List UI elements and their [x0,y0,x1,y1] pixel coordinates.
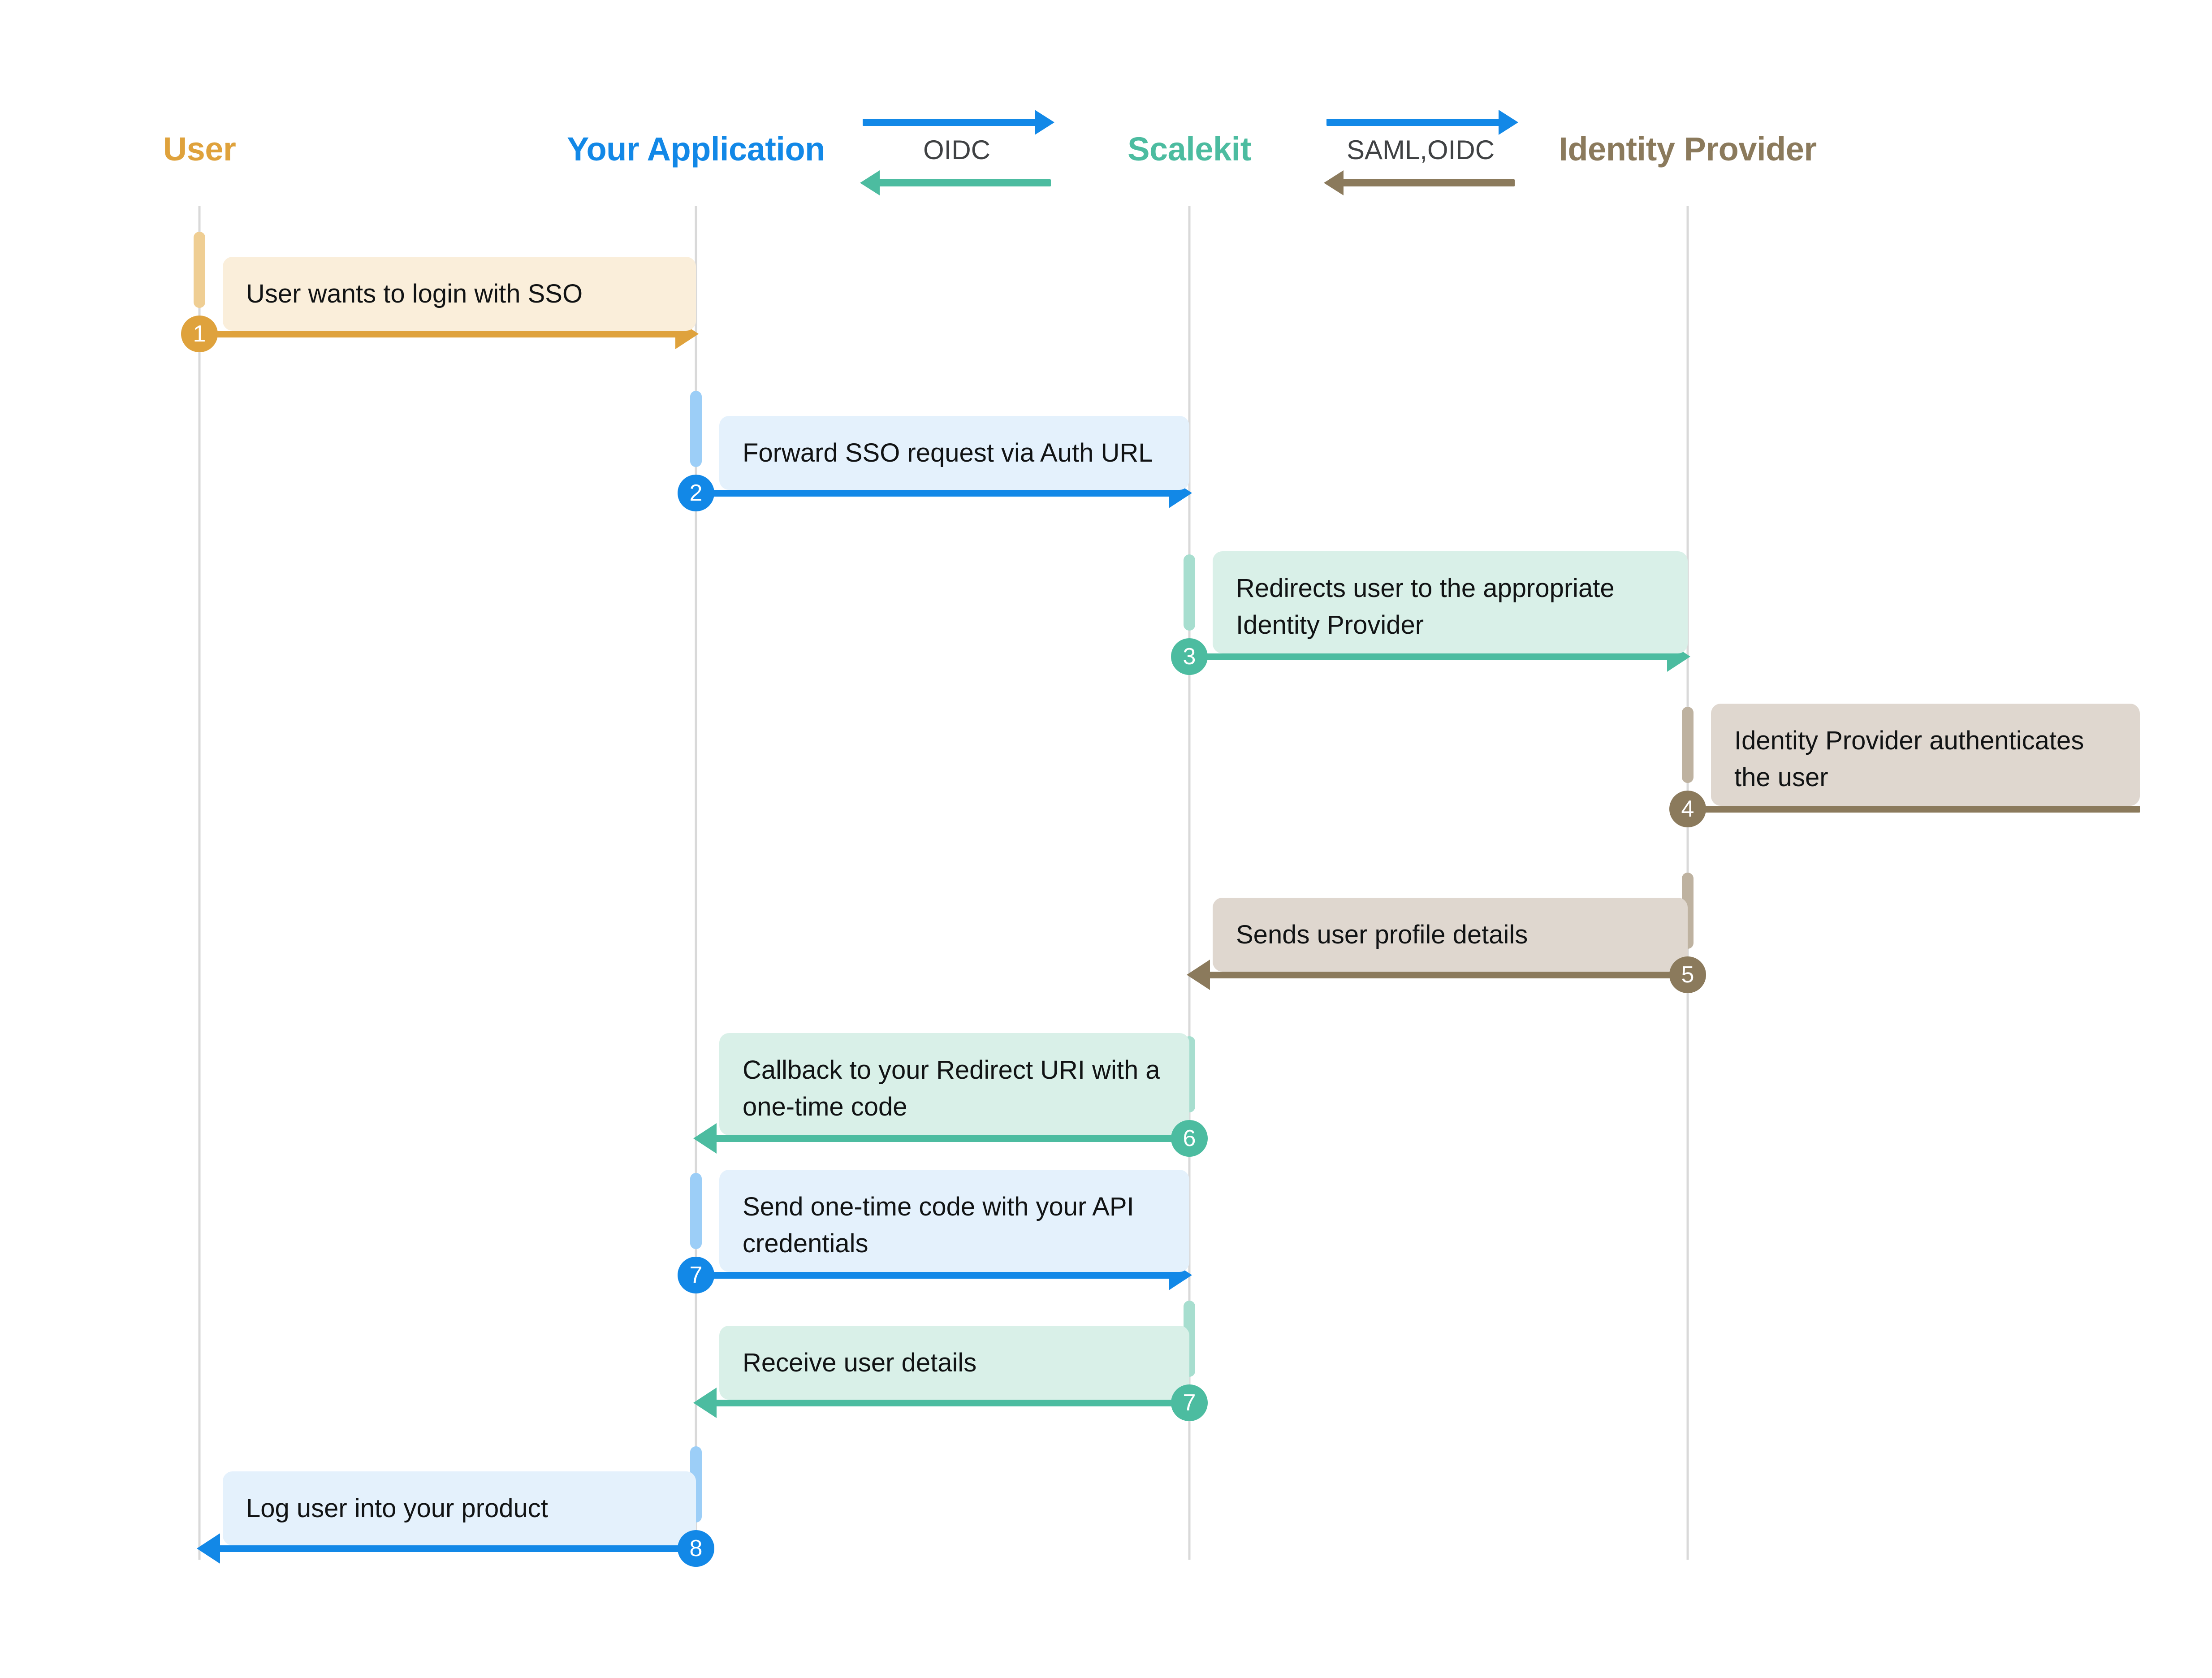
protocol-label-oidc: OIDC [923,135,990,165]
message-note-text-step-9: Log user into your product [246,1494,548,1523]
step-bullet-9[interactable]: 8 [678,1530,714,1567]
lifeline-user [198,206,201,1560]
message-note-step-8: Receive user details [719,1326,1189,1400]
message-note-text-step-4: Identity Provider authenticates the user [1734,726,2084,792]
message-arrow-shaft-step-4 [1688,806,2140,813]
message-arrow-shaft-step-7 [696,1272,1176,1279]
message-note-text-step-3: Redirects user to the appropriate Identi… [1236,574,1615,640]
actor-label-scalekit: Scalekit [1128,130,1251,168]
lifeline-scalekit [1188,206,1191,1560]
step-bullet-6[interactable]: 6 [1171,1120,1208,1157]
message-arrow-shaft-step-6 [709,1135,1189,1142]
step-bullet-1[interactable]: 1 [181,316,218,352]
activation-bar-step-2 [690,391,702,467]
activation-bar-step-1 [194,232,205,308]
step-bullet-3[interactable]: 3 [1171,638,1208,675]
message-note-step-4: Identity Provider authenticates the user [1711,704,2140,806]
message-arrow-shaft-step-2 [696,490,1176,497]
message-arrow-shaft-step-3 [1189,653,1674,660]
message-note-step-3: Redirects user to the appropriate Identi… [1213,551,1688,653]
step-bullet-5[interactable]: 5 [1669,956,1706,993]
message-arrow-shaft-step-9 [213,1545,696,1552]
activation-bar-step-7 [690,1173,702,1249]
message-note-step-2: Forward SSO request via Auth URL [719,416,1189,490]
message-arrow-head-icon-step-6 [693,1123,717,1154]
message-arrow-head-icon-step-8 [693,1388,717,1418]
message-note-text-step-8: Receive user details [743,1348,977,1377]
message-note-step-5: Sends user profile details [1213,898,1688,972]
actor-label-app: Your Application [567,130,825,168]
message-arrow-shaft-step-5 [1203,972,1688,978]
message-note-step-9: Log user into your product [223,1471,696,1545]
message-note-text-step-6: Callback to your Redirect URI with a one… [743,1055,1160,1122]
lifeline-app [695,206,697,1560]
message-note-step-7: Send one-time code with your API credent… [719,1170,1189,1272]
message-arrow-head-icon-step-9 [197,1533,220,1564]
actor-label-user: User [163,130,236,168]
step-bullet-4[interactable]: 4 [1669,791,1706,827]
message-arrow-shaft-step-1 [199,331,683,337]
message-note-text-step-2: Forward SSO request via Auth URL [743,438,1153,467]
activation-bar-step-4 [1682,707,1694,783]
message-note-step-6: Callback to your Redirect URI with a one… [719,1033,1189,1135]
step-bullet-7[interactable]: 7 [678,1257,714,1293]
message-arrow-shaft-step-8 [709,1400,1189,1406]
message-note-text-step-7: Send one-time code with your API credent… [743,1192,1134,1258]
step-bullet-2[interactable]: 2 [678,475,714,511]
message-arrow-head-icon-step-5 [1187,960,1210,990]
message-note-step-1: User wants to login with SSO [223,257,696,331]
message-note-text-step-1: User wants to login with SSO [246,279,583,308]
protocol-label-saml-oidc: SAML,OIDC [1346,135,1495,165]
actor-label-idp: Identity Provider [1559,130,1817,168]
step-bullet-8[interactable]: 7 [1171,1384,1208,1421]
message-note-text-step-5: Sends user profile details [1236,920,1528,949]
activation-bar-step-3 [1184,554,1195,631]
